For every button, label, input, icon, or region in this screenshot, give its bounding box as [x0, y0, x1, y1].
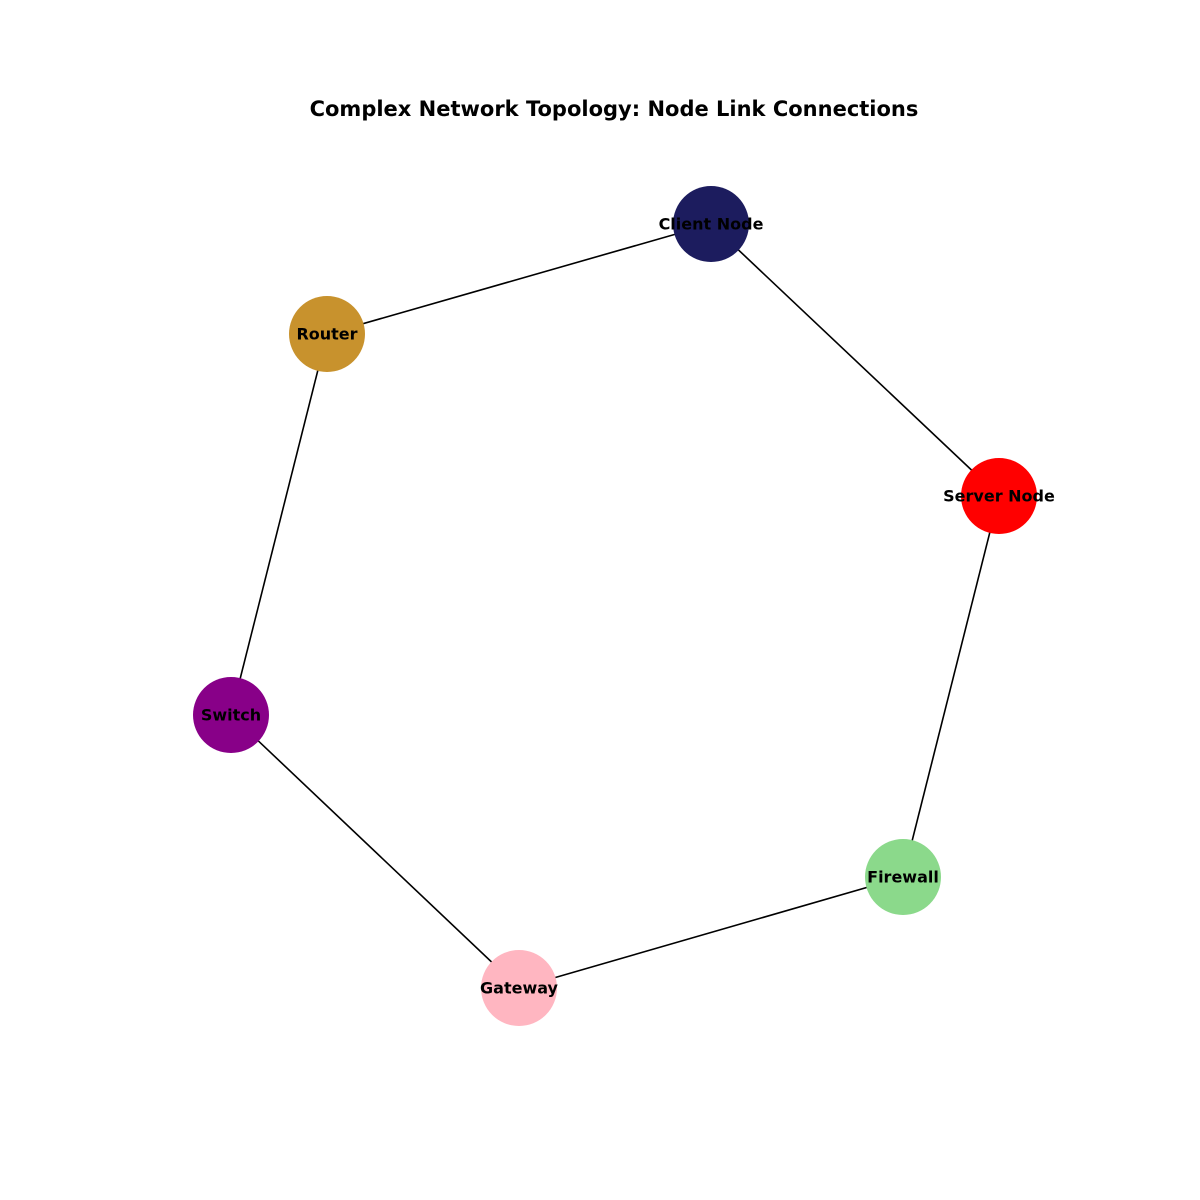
node-label: Server Node	[943, 487, 1055, 506]
edge-gateway-switch	[230, 714, 520, 989]
node-switch: Switch	[193, 677, 269, 753]
node-firewall: Firewall	[865, 839, 941, 915]
node-circle	[865, 839, 941, 915]
edge-client-server	[710, 223, 1000, 497]
node-circle	[193, 677, 269, 753]
edge-server-firewall	[902, 495, 1000, 878]
node-circle	[289, 296, 365, 372]
node-label: Router	[296, 325, 357, 344]
node-router: Router	[289, 296, 365, 372]
edge-router-client	[326, 223, 712, 335]
node-label: Firewall	[867, 868, 939, 887]
node-circle	[481, 950, 557, 1026]
node-client: Client Node	[659, 186, 764, 262]
node-label: Switch	[201, 706, 261, 725]
node-label: Gateway	[480, 979, 559, 998]
edge-firewall-gateway	[518, 876, 904, 989]
edge-layer	[230, 223, 1000, 989]
node-circle	[673, 186, 749, 262]
edge-switch-router	[230, 333, 328, 716]
node-circle	[961, 458, 1037, 534]
node-gateway: Gateway	[480, 950, 559, 1026]
diagram-title: Complex Network Topology: Node Link Conn…	[310, 97, 919, 121]
node-server: Server Node	[943, 458, 1055, 534]
node-label: Client Node	[659, 215, 764, 234]
